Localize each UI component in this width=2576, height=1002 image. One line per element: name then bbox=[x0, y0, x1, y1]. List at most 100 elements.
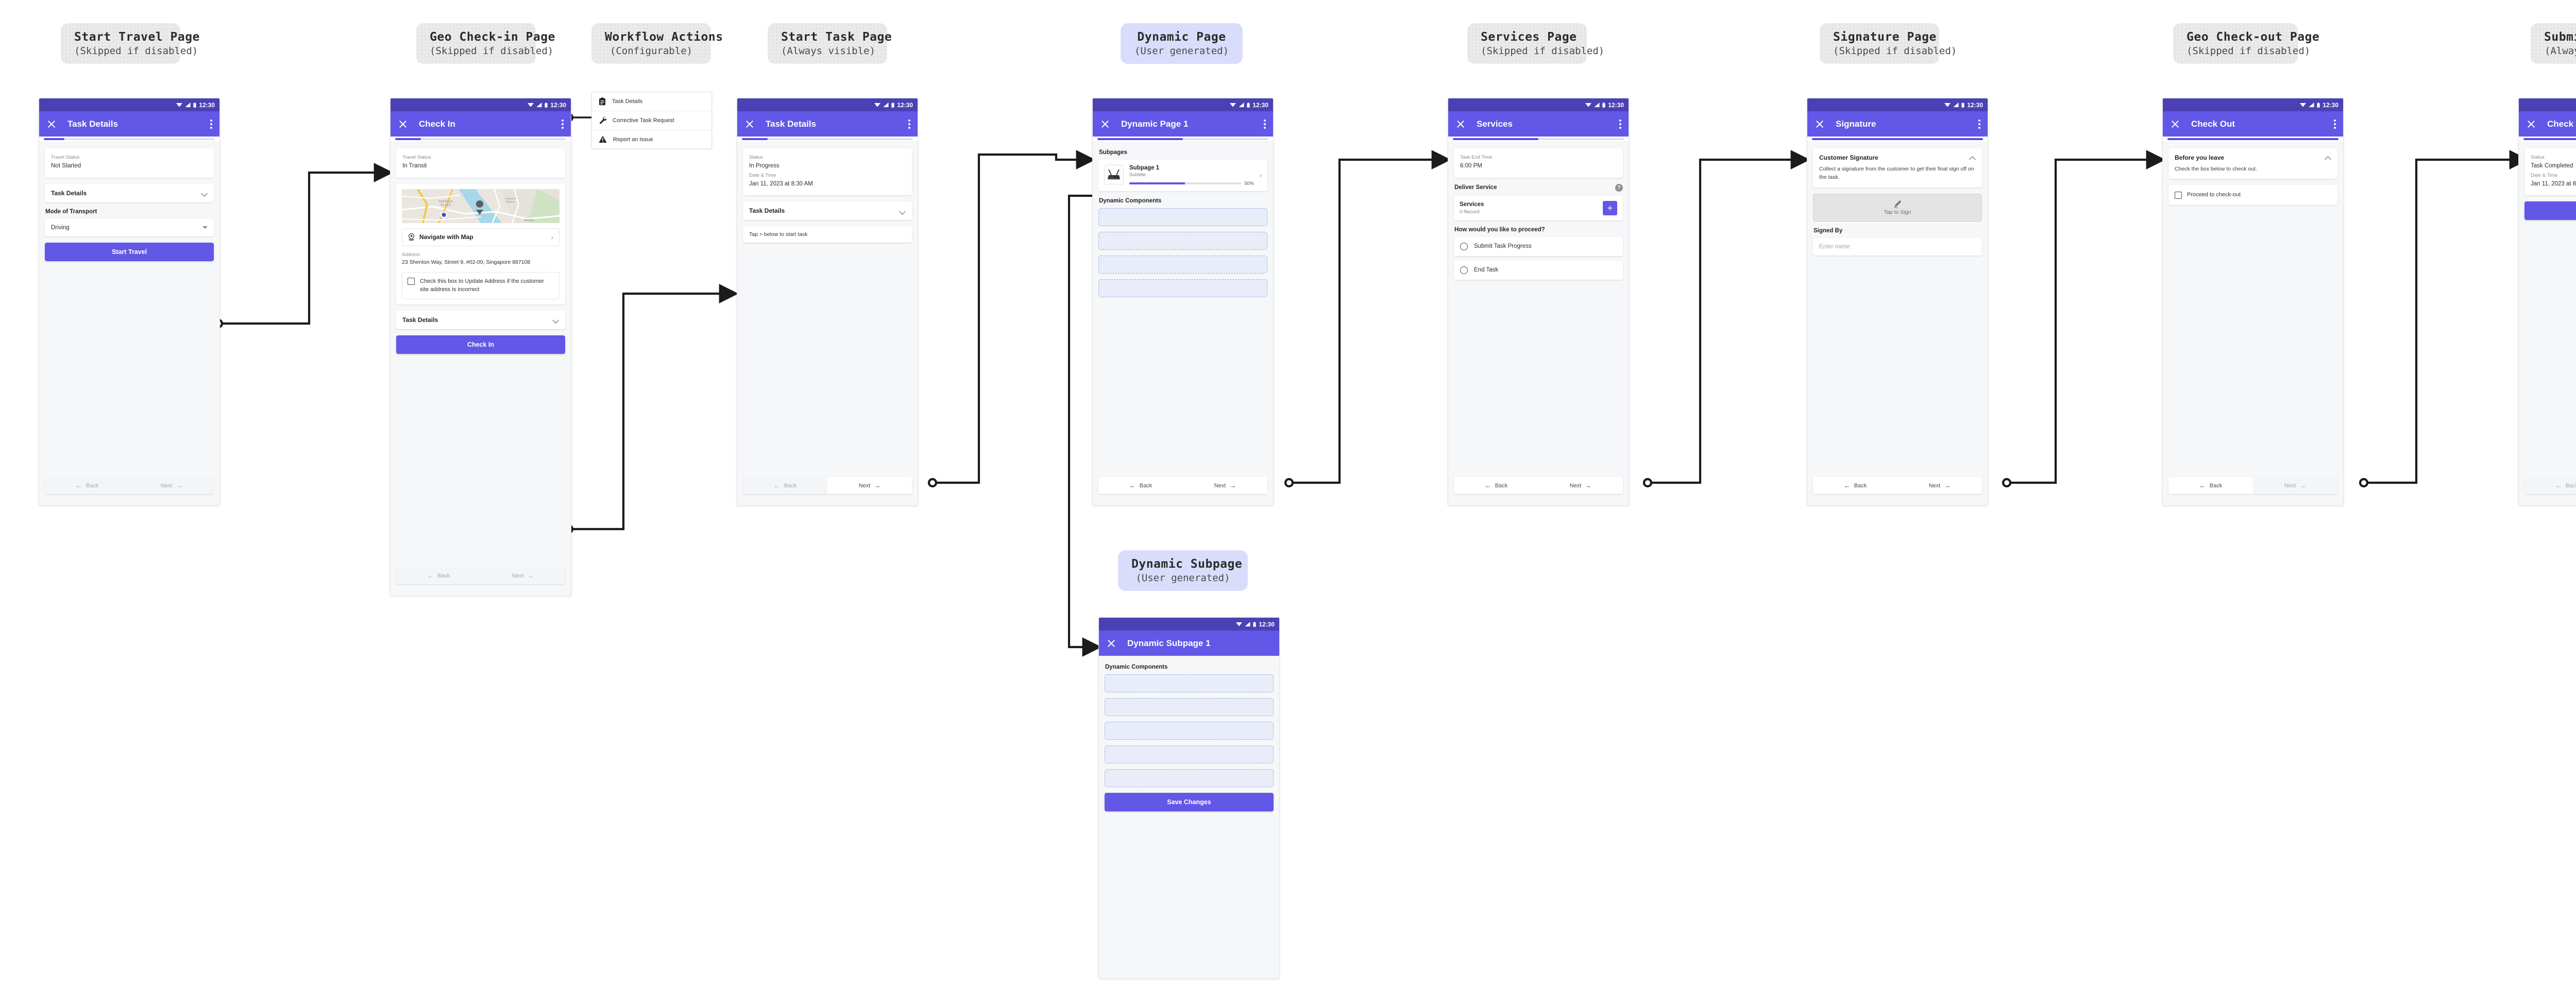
update-address-label: Check this box to Update Address if the … bbox=[420, 278, 544, 293]
next-button[interactable]: Next→ bbox=[827, 477, 912, 494]
task-details-accordion[interactable]: Task Details bbox=[396, 310, 565, 329]
dynamic-component-placeholder[interactable] bbox=[1105, 698, 1274, 716]
add-service-button[interactable]: + bbox=[1603, 200, 1617, 215]
back-button[interactable]: ←Back bbox=[45, 477, 129, 494]
dynamic-component-placeholder[interactable] bbox=[1105, 769, 1274, 787]
back-button[interactable]: ←Back bbox=[1098, 477, 1183, 494]
start-travel-button[interactable]: Start Travel bbox=[45, 242, 214, 261]
chevron-right-icon[interactable]: › bbox=[1259, 172, 1262, 179]
battery-icon bbox=[1253, 621, 1256, 627]
chevron-up-icon[interactable] bbox=[2326, 156, 2331, 160]
status-label: Status bbox=[2531, 155, 2545, 160]
proceed-checkout-card[interactable]: Proceed to check-out bbox=[2168, 185, 2337, 205]
overflow-menu-icon[interactable] bbox=[210, 119, 212, 129]
battery-icon bbox=[1247, 102, 1250, 108]
radio-icon[interactable] bbox=[1460, 242, 1468, 250]
back-label: Back bbox=[86, 482, 99, 489]
close-icon[interactable] bbox=[46, 119, 57, 129]
back-button[interactable]: ←Back bbox=[2168, 477, 2253, 494]
help-icon[interactable]: ? bbox=[1615, 183, 1623, 192]
app-bar: Signature bbox=[1807, 111, 1988, 137]
overflow-menu-icon[interactable] bbox=[1619, 119, 1621, 129]
stage-label-geo-checkin: Geo Check-in Page (Skipped if disabled) bbox=[416, 23, 555, 64]
menu-item-report-an-issue[interactable]: Report an Issue bbox=[592, 130, 711, 148]
next-button[interactable]: Next→ bbox=[1538, 477, 1623, 494]
page-title: Dynamic Subpage 1 bbox=[1127, 638, 1211, 648]
navigate-label: Navigate with Map bbox=[419, 233, 473, 241]
signal-icon bbox=[1239, 103, 1244, 107]
back-button[interactable]: ←Back bbox=[396, 567, 481, 584]
dynamic-component-placeholder[interactable] bbox=[1098, 279, 1267, 297]
next-button[interactable]: Next→ bbox=[129, 477, 214, 494]
wifi-icon bbox=[1585, 103, 1592, 107]
radio-option-submit-task-progress[interactable]: Submit Task Progress bbox=[1454, 236, 1623, 256]
radio-label: End Task bbox=[1474, 267, 1499, 274]
checkbox-icon[interactable] bbox=[2175, 192, 2182, 199]
checkbox-icon[interactable] bbox=[408, 277, 415, 285]
chevron-up-icon[interactable] bbox=[1970, 156, 1976, 160]
dynamic-component-placeholder[interactable] bbox=[1098, 256, 1267, 274]
next-button[interactable]: Next→ bbox=[481, 567, 565, 584]
address-value: 23 Shenton Way, Street 9, #02-00, Singap… bbox=[402, 259, 531, 265]
signed-by-input[interactable]: Enter name bbox=[1813, 237, 1982, 256]
signature-pad[interactable]: Tap to Sign bbox=[1813, 193, 1982, 222]
status-bar: 12:30 bbox=[1448, 98, 1629, 111]
address-label: Address bbox=[402, 251, 420, 258]
subpage-list-item[interactable]: Subpage 1 Subtitle 50% › bbox=[1098, 160, 1267, 191]
back-label: Back bbox=[784, 482, 797, 489]
wifi-icon bbox=[1230, 103, 1236, 107]
status-bar: 12:30 bbox=[1093, 98, 1273, 111]
update-address-checkbox-card[interactable]: Check this box to Update Address if the … bbox=[402, 271, 560, 299]
menu-item-corrective-task-request[interactable]: Corrective Task Request bbox=[592, 111, 711, 130]
dynamic-component-placeholder[interactable] bbox=[1105, 745, 1274, 763]
back-button[interactable]: ←Back bbox=[1454, 477, 1538, 494]
submit-end-task-button[interactable]: Submit & End Task bbox=[2524, 201, 2576, 220]
wrench-icon bbox=[600, 116, 606, 124]
close-icon[interactable] bbox=[744, 119, 755, 129]
menu-item-task-details[interactable]: Task Details bbox=[592, 92, 711, 111]
close-icon[interactable] bbox=[398, 119, 408, 129]
map-preview[interactable]: RAFFLES PLACE ArtScience Museum MARINA bbox=[402, 189, 560, 223]
close-icon[interactable] bbox=[2170, 119, 2180, 129]
dynamic-component-placeholder[interactable] bbox=[1098, 232, 1267, 250]
task-completed-card: Status Task Completed Date & Time Jan 11… bbox=[2524, 148, 2576, 196]
stage-label-start-travel: Start Travel Page (Skipped if disabled) bbox=[61, 23, 199, 64]
radio-option-end-task[interactable]: End Task bbox=[1454, 260, 1623, 280]
back-button[interactable]: ←Back bbox=[2524, 477, 2576, 494]
overflow-menu-icon[interactable] bbox=[1978, 119, 1980, 129]
back-button[interactable]: ←Back bbox=[1813, 477, 1897, 494]
overflow-menu-icon[interactable] bbox=[1264, 119, 1266, 129]
overflow-menu-icon[interactable] bbox=[2334, 119, 2336, 129]
hint-text: Tap > below to start task bbox=[749, 231, 808, 238]
save-changes-button[interactable]: Save Changes bbox=[1105, 793, 1274, 811]
next-button[interactable]: Next→ bbox=[1183, 477, 1267, 494]
arrow-left-icon: ← bbox=[773, 482, 781, 489]
navigate-with-map-button[interactable]: Navigate with Map › bbox=[402, 228, 560, 246]
close-icon[interactable] bbox=[1100, 119, 1110, 129]
dynamic-component-placeholder[interactable] bbox=[1098, 208, 1267, 226]
phone-dynamic-page: 12:30 Dynamic Page 1 Subpages bbox=[1092, 98, 1274, 506]
back-label: Back bbox=[1495, 482, 1508, 489]
close-icon[interactable] bbox=[1106, 638, 1116, 649]
close-icon[interactable] bbox=[1815, 119, 1825, 129]
mode-of-transport-select[interactable]: Driving bbox=[45, 218, 214, 236]
close-icon[interactable] bbox=[2526, 119, 2536, 129]
close-icon[interactable] bbox=[1455, 119, 1466, 129]
task-details-accordion[interactable]: Task Details bbox=[743, 201, 912, 220]
radio-icon[interactable] bbox=[1460, 266, 1468, 274]
overflow-menu-icon[interactable] bbox=[562, 119, 564, 129]
overflow-menu-icon[interactable] bbox=[908, 119, 910, 129]
next-button[interactable]: Next→ bbox=[2253, 477, 2337, 494]
next-label: Next bbox=[858, 482, 871, 489]
travel-status-card: Travel Status Not Started bbox=[45, 148, 214, 178]
dynamic-component-placeholder[interactable] bbox=[1105, 722, 1274, 740]
clipboard-icon bbox=[599, 97, 605, 106]
next-button[interactable]: Next→ bbox=[1897, 477, 1982, 494]
task-details-accordion[interactable]: Task Details bbox=[45, 183, 214, 202]
phone-start-task: 12:30 Task Details Status In Progress Da… bbox=[737, 98, 918, 506]
bottom-nav: ←Back Next→ bbox=[2524, 477, 2576, 494]
page-title: Task Details bbox=[766, 118, 816, 129]
check-in-button[interactable]: Check In bbox=[396, 335, 565, 354]
back-button[interactable]: ←Back bbox=[743, 477, 827, 494]
dynamic-component-placeholder[interactable] bbox=[1105, 674, 1274, 692]
